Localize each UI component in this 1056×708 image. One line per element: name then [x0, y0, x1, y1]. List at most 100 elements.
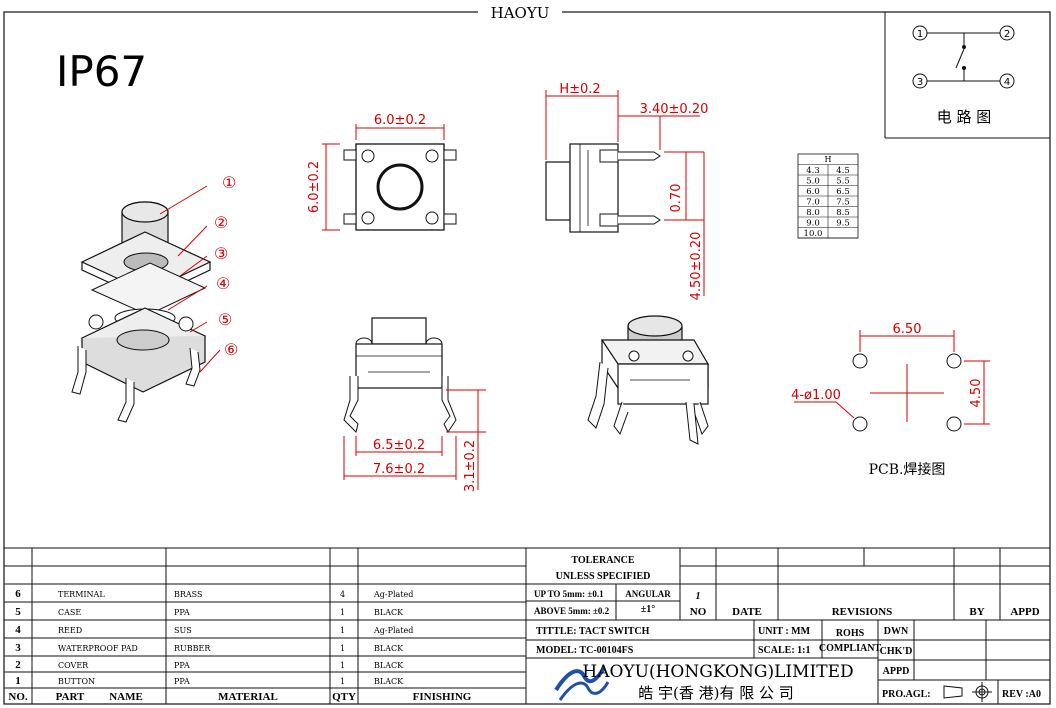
pcb-layout — [794, 330, 990, 432]
dim-pcb-hole: 4-ø1.00 — [791, 388, 841, 403]
bom-row-qty: 1 — [340, 644, 345, 653]
callout-5: ⑤ — [218, 310, 232, 329]
bom-row-material: RUBBER — [174, 644, 211, 653]
chkd-label: CHK'D — [880, 646, 913, 657]
bom-row-no: 3 — [15, 642, 21, 654]
revision-code: REV :A0 — [1002, 689, 1041, 700]
bom-row-qty: 1 — [340, 661, 345, 670]
h-table-cell: 9.5 — [836, 219, 850, 229]
dim-side-total: 4.50±0.20 — [689, 232, 704, 301]
company-name-cn: 皓 宇(香 港)有 限 公 司 — [638, 684, 794, 702]
bom-row-qty: 1 — [340, 608, 345, 617]
bom-row-finishing: BLACK — [374, 661, 404, 670]
dim-side-pin: 3.40±0.20 — [640, 102, 709, 117]
title-block-grid — [4, 547, 1050, 704]
dim-pcb-width: 6.50 — [893, 322, 922, 337]
tolerance-subtitle: UNLESS SPECIFIED — [556, 571, 651, 582]
bom-row-qty: 1 — [340, 626, 345, 635]
appd-label: APPD — [883, 666, 910, 677]
dwn-label: DWN — [884, 626, 909, 637]
bom-row-no: 2 — [15, 659, 21, 671]
revision-mark: 1 — [696, 591, 701, 602]
h-table-cell: 8.0 — [806, 208, 820, 218]
drawing-title: TITTLE: TACT SWITCH — [536, 626, 650, 637]
bom-row-qty: 1 — [340, 677, 345, 686]
tolerance-above: ABOVE 5mm: ±0.2 — [534, 606, 610, 616]
h-table-cell: 7.0 — [806, 198, 820, 208]
bom-header-no: NO. — [8, 691, 28, 703]
h-table-cell: 7.5 — [836, 198, 850, 208]
h-table-cell: 10.0 — [804, 229, 823, 239]
h-table-cell: 9.0 — [806, 219, 820, 229]
drawing-model: MODEL: TC-00104FS — [536, 645, 634, 656]
bom-row-material: SUS — [174, 626, 192, 635]
bom-header-qty: QTY — [332, 691, 356, 703]
dim-front-leg: 3.1±0.2 — [463, 440, 478, 492]
dim-top-height: 6.0±0.2 — [307, 161, 322, 213]
bom-row-finishing: Ag-Plated — [373, 626, 413, 635]
circuit-label: 电 路 图 — [937, 108, 992, 126]
dim-side-h: H±0.2 — [559, 82, 600, 97]
rating-label: IP67 — [56, 47, 147, 96]
callout-2: ② — [214, 213, 228, 232]
bom-row-no: 1 — [15, 675, 21, 687]
brand-header: HAOYU — [491, 4, 550, 22]
bom-row-finishing: BLACK — [374, 677, 404, 686]
bom-row-finishing: BLACK — [374, 608, 404, 617]
h-table-cell: 5.5 — [836, 177, 850, 187]
side-view — [545, 90, 705, 296]
bom-row-no: 5 — [15, 606, 21, 618]
revision-by-header: BY — [969, 606, 984, 618]
h-table-cell: 6.5 — [836, 187, 850, 197]
projection-angle-label: PRO.AGL: — [882, 689, 931, 700]
revision-date-header: DATE — [732, 606, 762, 618]
drawing-scale: SCALE: 1:1 — [758, 645, 811, 656]
assembled-view — [587, 315, 710, 445]
pcb-label: PCB.焊接图 — [869, 461, 946, 478]
bom-header-name: NAME — [109, 691, 143, 703]
exploded-view — [71, 201, 212, 423]
circuit-diagram — [884, 12, 1050, 139]
dim-pcb-height: 4.50 — [969, 379, 984, 408]
bom-row-part: TERMINAL — [58, 590, 105, 599]
bom-row-material: BRASS — [174, 590, 203, 599]
bom-row-part: CASE — [58, 608, 81, 617]
bom-row-part: WATERPROOF PAD — [58, 644, 138, 653]
circuit-pin-1: 1 — [917, 29, 923, 40]
h-table-cell: 5.0 — [806, 177, 820, 187]
company-logo — [554, 666, 610, 701]
bom-row-part: REED — [58, 626, 82, 635]
bom-row-material: PPA — [174, 677, 190, 686]
h-table-header: H — [825, 155, 832, 164]
dim-top-width: 6.0±0.2 — [374, 113, 426, 128]
bom-row-material: PPA — [174, 608, 190, 617]
h-table-cell: 6.0 — [806, 187, 820, 197]
bom-row-finishing: BLACK — [374, 644, 404, 653]
callout-6: ⑥ — [224, 340, 238, 359]
rohs-compliant: COMPLIANT — [819, 643, 882, 654]
bom-row-no: 6 — [15, 588, 21, 600]
h-table-cell: 4.5 — [836, 166, 850, 176]
bom-header-part: PART — [56, 691, 85, 703]
bom-row-material: PPA — [174, 661, 190, 670]
h-table-cell: 8.5 — [836, 208, 850, 218]
dim-front-total: 7.6±0.2 — [373, 462, 425, 477]
bom-header-finishing: FINISHING — [413, 691, 472, 703]
bom-row-qty: 4 — [340, 590, 345, 599]
tolerance-angular: ANGULAR — [625, 589, 671, 599]
company-name: HAOYU(HONGKONG)LIMITED — [582, 662, 853, 682]
dim-front-pin-span: 6.5±0.2 — [373, 438, 425, 453]
rohs-label: ROHS — [836, 628, 865, 639]
dim-side-gap: 0.70 — [669, 184, 684, 213]
callout-4: ④ — [216, 274, 230, 293]
revision-no-header: NO — [690, 606, 707, 618]
revision-revisions-header: REVISIONS — [832, 606, 893, 618]
bom-row-no: 4 — [15, 624, 21, 636]
callout-1: ① — [222, 173, 236, 192]
circuit-pin-2: 2 — [1004, 29, 1010, 40]
callout-3: ③ — [214, 244, 228, 263]
revision-appd-header: APPD — [1010, 606, 1039, 618]
h-table-cell: 4.3 — [806, 166, 820, 176]
